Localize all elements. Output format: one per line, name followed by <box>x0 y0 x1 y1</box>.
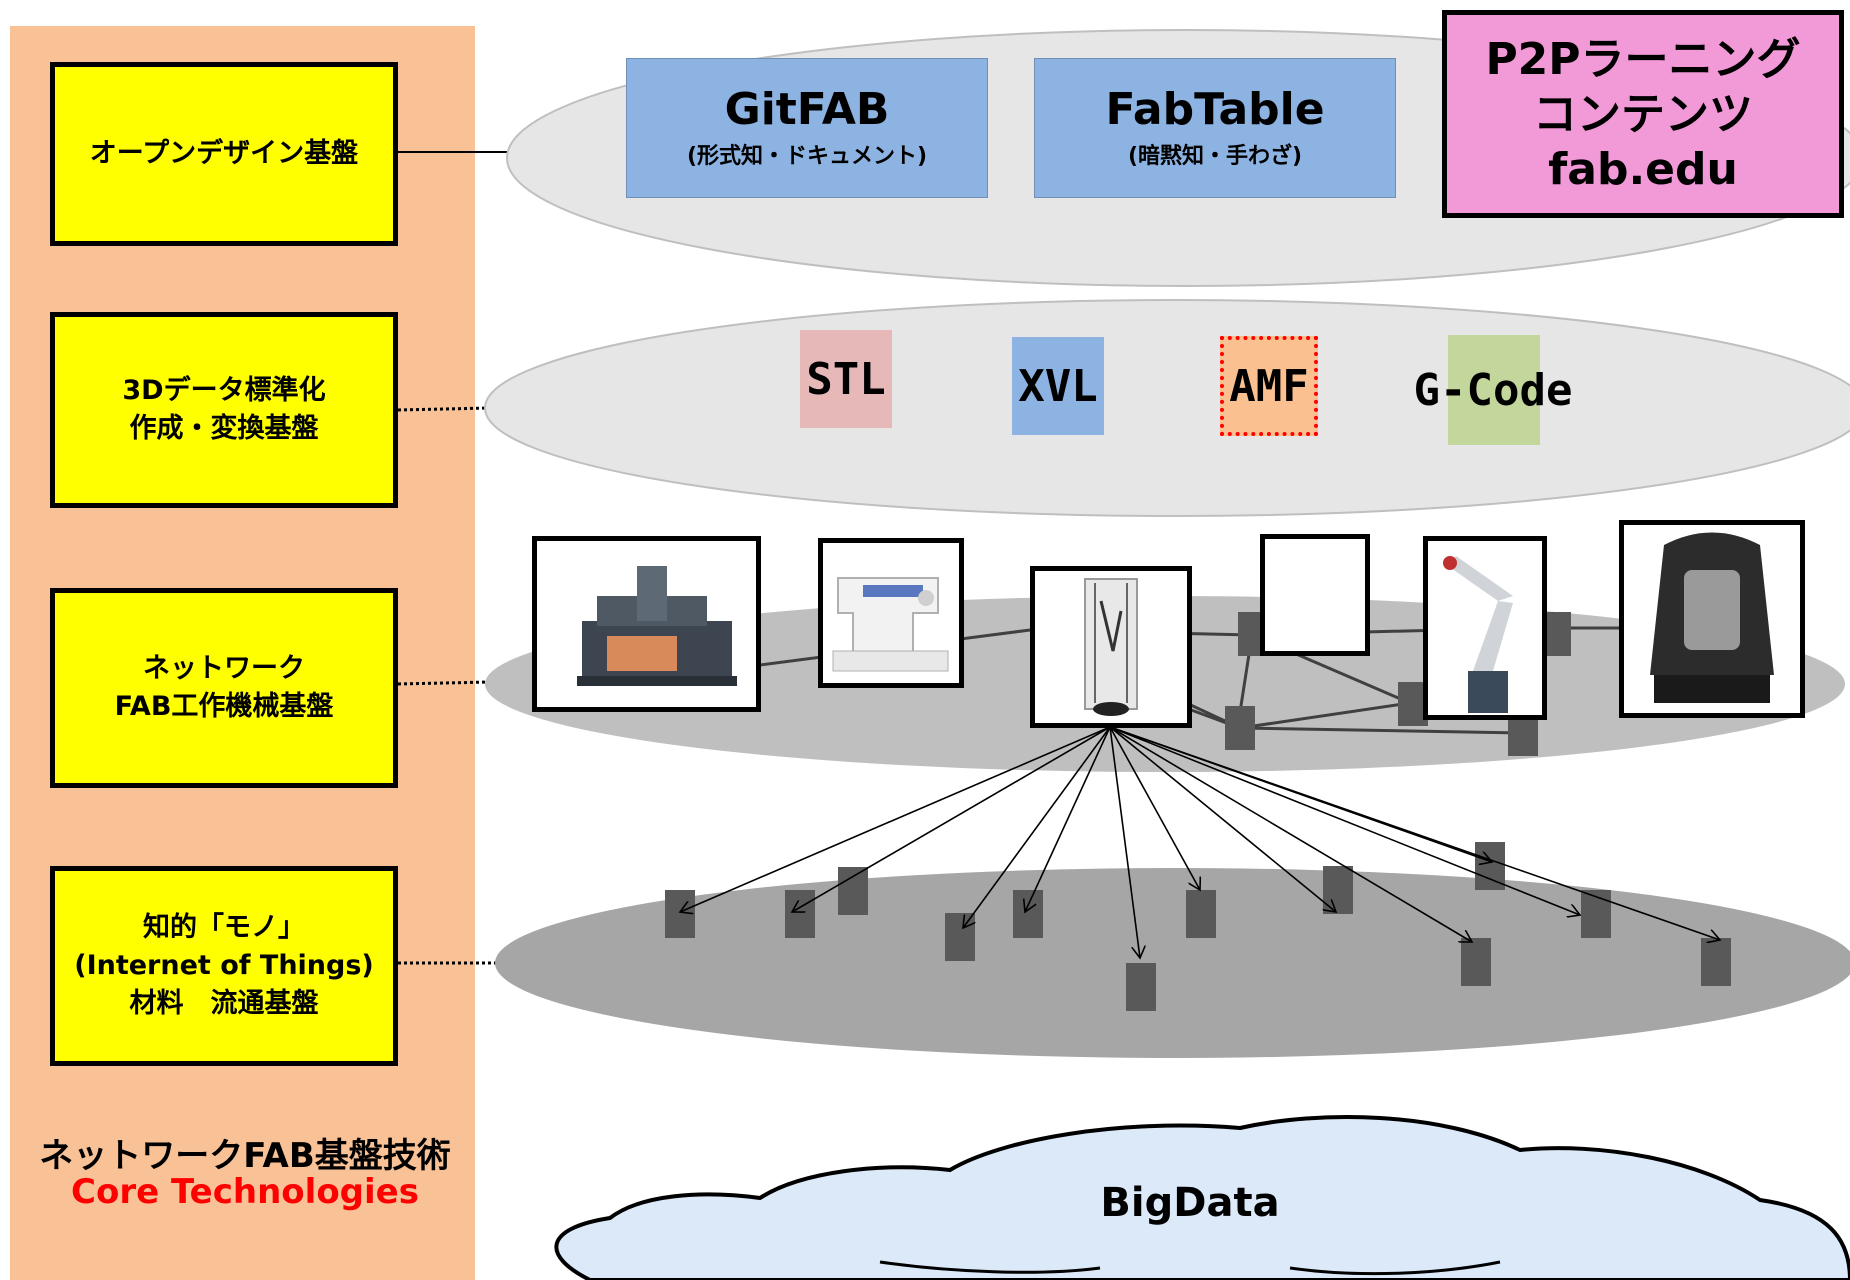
p2p-line-1: P2Pラーニング <box>1485 33 1801 85</box>
sewing-machine-icon <box>832 577 949 672</box>
footer-subtitle: Core Technologies <box>71 1172 419 1212</box>
format-gcode-wrap: G-Code <box>1388 335 1598 445</box>
milling-machine-icon <box>577 566 737 686</box>
network-node <box>1225 706 1255 750</box>
machine-milling <box>532 536 761 712</box>
cloud-detail <box>879 1260 1501 1276</box>
bigdata-label: BigData <box>1100 1180 1280 1226</box>
iot-node <box>1475 842 1505 890</box>
machine-robot-arm <box>1423 536 1547 720</box>
bigdata-cloud <box>554 1115 1850 1280</box>
format-stl: STL <box>800 330 892 428</box>
iot-node <box>1323 866 1353 914</box>
project-fabtable-name: FabTable <box>1105 83 1325 135</box>
iot-node <box>838 867 868 915</box>
layer-network-fab: ネットワーク FAB工作機械基盤 <box>50 588 398 788</box>
ellipse-3d-data <box>484 299 1850 517</box>
machine-sewing <box>818 538 964 688</box>
footer-title: ネットワークFAB基盤技術 <box>39 1136 451 1176</box>
format-xvl: XVL <box>1012 337 1104 435</box>
iot-node <box>945 913 975 961</box>
layer-iot-materials: 知的「モノ」 (Internet of Things) 材料 流通基盤 <box>50 866 398 1066</box>
project-gitfab-name: GitFAB <box>724 83 890 135</box>
p2p-learning-box: P2Pラーニング コンテンツ fab.edu <box>1442 10 1844 218</box>
machine-delta-printer <box>1030 566 1192 728</box>
layer-3d-data: 3Dデータ標準化 作成・変換基盤 <box>50 312 398 508</box>
connector-layer-3 <box>397 680 491 686</box>
iot-node <box>1581 890 1611 938</box>
ellipse-iot <box>495 868 1850 1058</box>
p2p-line-2: コンテンツ <box>1533 88 1753 140</box>
p2p-line-3: fab.edu <box>1548 143 1738 195</box>
iot-node <box>785 890 815 938</box>
iot-node <box>1186 890 1216 938</box>
format-gcode-bg <box>1448 335 1540 445</box>
delta-printer-icon <box>1084 578 1138 716</box>
machine-3d-printer <box>1619 520 1805 718</box>
iot-node <box>1461 938 1491 986</box>
iot-node <box>1701 938 1731 986</box>
project-gitfab: GitFAB (形式知・ドキュメント) <box>626 58 988 198</box>
layer-open-design: オープンデザイン基盤 <box>50 62 398 246</box>
format-gcode: G-Code <box>1413 364 1573 416</box>
3d-printer-icon <box>1650 532 1774 703</box>
project-fabtable-sub: (暗黙知・手わざ) <box>1127 144 1303 170</box>
iot-node <box>1013 890 1043 938</box>
iot-nodes <box>665 842 1731 1011</box>
machine-blank <box>1260 534 1370 656</box>
connector-layer-2 <box>397 406 491 412</box>
iot-node <box>665 890 695 938</box>
format-amf: AMF <box>1220 336 1318 436</box>
project-fabtable: FabTable (暗黙知・手わざ) <box>1034 58 1396 198</box>
project-gitfab-sub: (形式知・ドキュメント) <box>686 144 928 170</box>
iot-node <box>1126 963 1156 1011</box>
distribution-arrows <box>680 726 1720 958</box>
robot-arm-icon <box>1443 556 1513 713</box>
